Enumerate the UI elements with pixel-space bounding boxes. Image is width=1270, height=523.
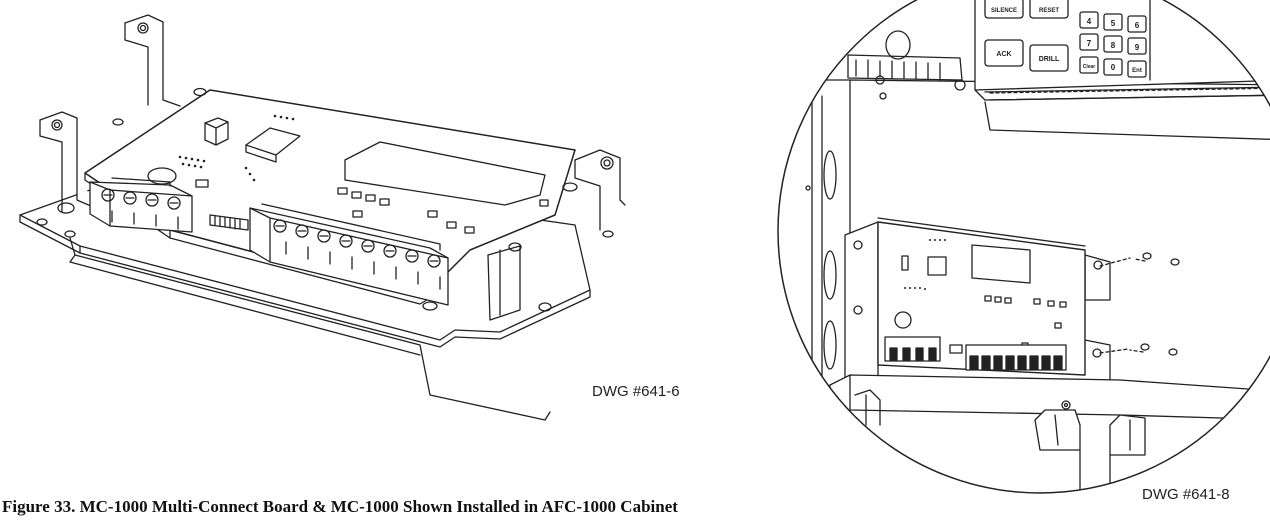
back-bracket [124, 14, 181, 107]
installed-capacitor [894, 311, 912, 329]
smd-parts [195, 179, 549, 234]
standoff-screws [36, 87, 614, 312]
terminal-block-small [89, 177, 193, 233]
drawing-label-right: DWG #641-8 [1142, 486, 1230, 503]
installed-chip [927, 256, 947, 276]
front-bracket [487, 245, 521, 321]
button-silence: SILENCE [991, 8, 1017, 14]
square-chip [245, 127, 301, 156]
key-5: 5 [1111, 19, 1116, 28]
key-4: 4 [1087, 17, 1092, 26]
top-terminal-strip [847, 54, 963, 81]
figure-caption: Figure 33. MC-1000 Multi-Connect Board &… [2, 497, 678, 516]
terminal-block-large [249, 203, 449, 306]
lower-plate [69, 237, 551, 421]
label-area [344, 141, 546, 206]
component-dots [178, 114, 295, 182]
installed-terminal-small [884, 336, 941, 362]
panel-buttons [984, 0, 1069, 72]
installed-terminal-large [965, 344, 1067, 371]
key-9: 9 [1135, 43, 1140, 52]
key-8: 8 [1111, 41, 1116, 50]
button-reset: RESET [1039, 8, 1059, 14]
loose-screws [1099, 252, 1180, 356]
key-clear: Clear [1083, 64, 1096, 70]
base-plate-edge [19, 214, 591, 348]
key-ent: Ent [1132, 68, 1142, 74]
detail-circle [777, 0, 1270, 494]
drawing-label-left: DWG #641-6 [592, 383, 680, 400]
key-0: 0 [1111, 63, 1116, 72]
capacitor [147, 167, 177, 185]
mount-bracket-right [1084, 254, 1111, 301]
button-ack: ACK [996, 51, 1011, 58]
left-bracket [39, 111, 101, 211]
cabinet-installed-drawing [777, 0, 1270, 494]
installed-label-area [971, 244, 1031, 284]
key-7: 7 [1087, 39, 1092, 48]
key-6: 6 [1135, 21, 1140, 30]
dip-switch [209, 214, 249, 231]
keypad [1079, 11, 1147, 78]
mc-1000-board-drawing [19, 14, 626, 421]
button-drill: DRILL [1039, 56, 1060, 63]
